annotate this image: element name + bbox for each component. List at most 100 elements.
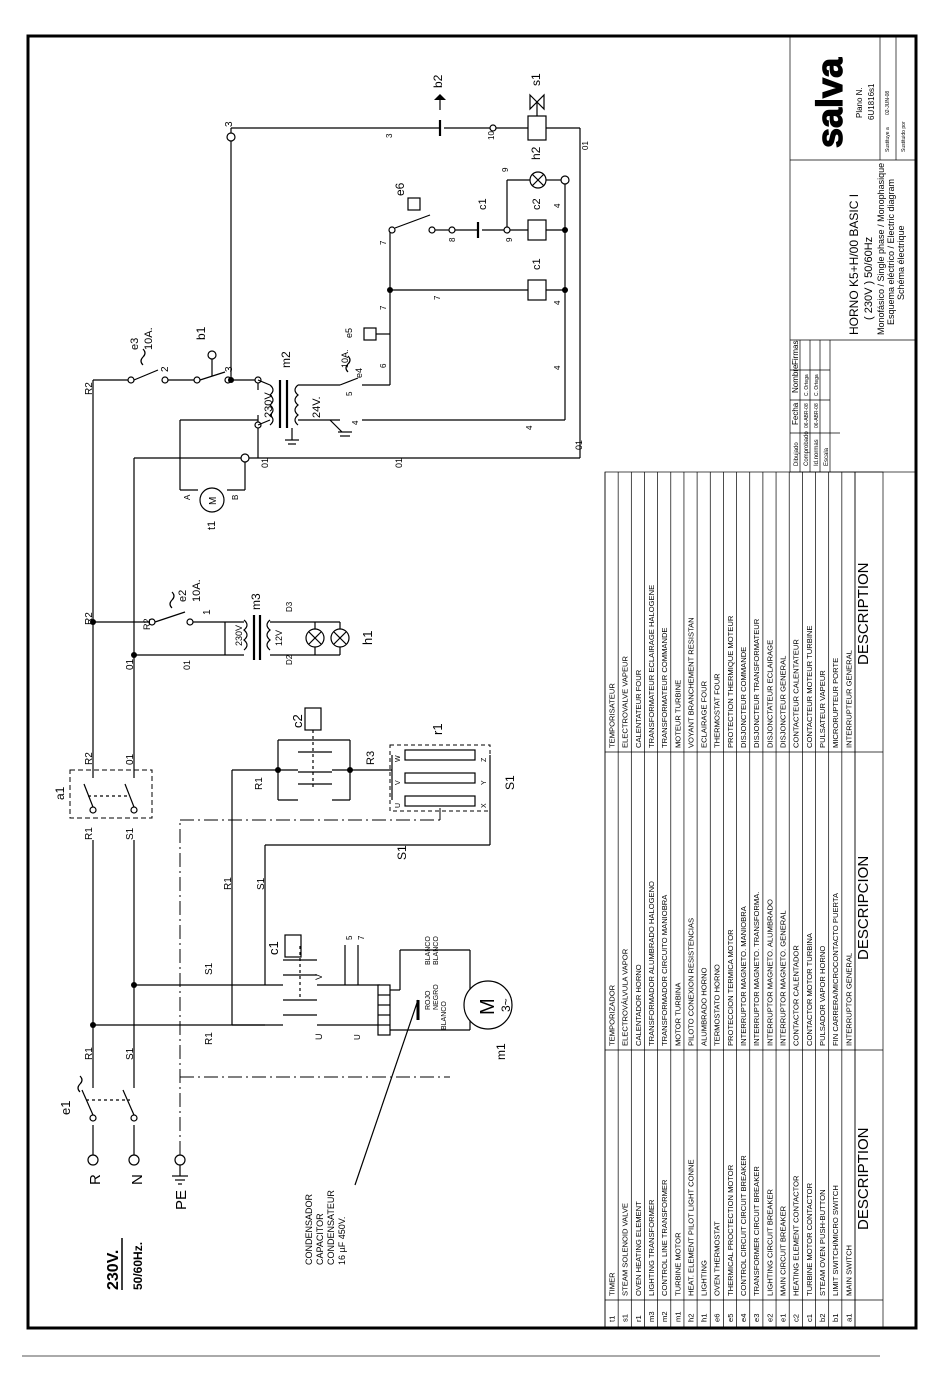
tb-sust-label: Sustituye a [885,127,891,152]
terminal-3-top-label: 3 [224,121,235,127]
legend-table: t1TIMERTEMPORIZADORTEMPORISATEURs1STEAM … [604,471,884,1328]
capacitor-note-line-2: CAPACITOR [315,1213,325,1265]
legend-cell-es: PULSADOR VAPOR HORNO [818,946,827,1046]
tb-col-firmas: Firmas [791,341,800,365]
legend-cell-fr: DISJONCTEUR TRANSFORMATEUR [752,618,761,748]
c2-coil-label: c2 [531,198,543,210]
sheet-border [26,34,918,1330]
tb-date-1: 06-ABR-08 [804,403,810,428]
terminal-4-label: 4 [351,420,360,425]
wire-r1-label-4: R1 [223,877,234,890]
m2-v24-label: 24V. [311,396,323,418]
wire-s1-label-4: S1 [256,877,267,890]
s1-label: s1 [529,73,543,86]
legend-cell-fr: ECLAIRAGE FOUR [700,680,709,748]
ground-icon-pe [172,1165,188,1185]
legend-cell-code: m1 [673,1311,682,1322]
legend-cell-en: LIGHTING [700,1260,709,1296]
legend-cell-code: m3 [647,1311,656,1322]
r1-label: r1 [430,723,445,735]
wire-r1-label-2: R1 [84,827,95,840]
terminal-z-label: Z [481,757,488,762]
terminal-r [87,1154,99,1166]
legend-cell-es: TRANSFORMADOR CIRCUITO MANIOBRA [660,894,669,1046]
limit-switch-b1: b1 [193,326,232,384]
legend-cell-fr: INTERRUPTEUR GENERAL [844,650,853,748]
m2-label: m2 [279,351,293,368]
terminal-x-label: X [481,803,488,808]
legend-cell-fr: DISJONCTEUR COMMANDE [739,647,748,748]
terminal-8-label: 8 [448,237,457,242]
solenoid-valve-s1: s1 [527,73,547,141]
breaker-e3: e3 10A. [127,327,169,384]
legend-cell-fr: TRANSFORMATEUR COMMANDE [660,627,669,748]
legend-cell-code: t1 [607,1316,616,1322]
wire-r1-label-1: R1 [84,1047,95,1060]
legend-cell-code: h1 [700,1314,709,1322]
b2-label: b2 [431,74,445,88]
breaker-e4: e4 10A. [339,349,364,386]
tb-plano-label: Plano N. [855,87,864,118]
push-button-b2: b2 [431,74,446,136]
legend-cell-en: MAIN CIRCUIT BREAKER [779,1205,788,1296]
terminal-v-label-r: V [395,780,402,785]
terminal-7-label-a: 7 [379,305,388,310]
legend-cell-es: TERMOSTATO HORNO [713,964,722,1046]
legend-cell-en: STEAM SOLENOID VALVE [621,1203,630,1296]
tb-plano-no: 6U1816s1 [867,83,876,120]
legend-cell-fr: DISJONCTEUR GENERAL [779,656,788,748]
tb-normas: Id.normas [814,439,820,466]
legend-cell-es: CALENTADOR HORNO [634,964,643,1046]
supply-voltage: 230V. [105,1250,122,1290]
legend-cell-es: MOTOR TURBINA [673,982,682,1046]
terminal-pe-label: PE [173,1190,190,1210]
timer-a-label: A [183,494,192,500]
c1-label-motor: c1 [266,941,281,955]
tb-sust-by-label: Sustituido por [901,121,907,152]
terminal-10-label: 10 [487,131,496,140]
wire-r1-label-5: R1 [254,777,265,790]
motor-wire-color-4: NEGRO [433,984,440,1010]
tb-comprobado: Comprobado [804,431,810,466]
legend-cell-es: PROTECCION TERMICA MOTOR [726,929,735,1046]
tb-subtitle: ( 230V ) 50/60Hz [863,237,875,320]
terminal-w-label: W [395,755,402,762]
e4-label: e4 [354,368,364,378]
main-switch-a1: a1 [53,769,153,819]
c1-coil-label: c1 [531,258,543,270]
brand-logo: salva [809,57,850,148]
terminal-uv-label: U [353,1034,362,1040]
legend-cell-en: OVEN THERMOSTAT [713,1221,722,1296]
legend-cell-en: HEAT. ELEMENT PILOT LIGHT CONNE [686,1159,695,1296]
legend-cell-code: e5 [726,1314,735,1322]
legend-cell-code: r1 [634,1315,643,1322]
legend-cell-es: ALUMBRADO HORNO [700,967,709,1046]
wire-01-label-6: 01 [574,440,584,450]
legend-cell-es: FIN CARRERA/MICROCONTACTO PUERTA [831,892,840,1046]
wire-01-label-2: 01 [125,658,136,670]
tb-line-2: Esquema eléctrico / Electric diagram [886,179,896,325]
legend-cell-en: TURBINE MOTOR [673,1232,682,1296]
legend-cell-code: e6 [713,1314,722,1322]
legend-cell-code: e2 [765,1314,774,1322]
legend-cell-code: c1 [805,1314,814,1322]
breaker-e1: e1 [58,1075,138,1122]
contactor-c2-heating: c2 [290,707,332,790]
thermostat-e6: e6 [388,182,436,234]
wire-r2-label-3: R2 [84,382,95,395]
c1-coil [527,279,547,301]
terminal-n [128,1154,140,1166]
legend-cell-fr: THERMOSTAT FOUR [713,673,722,748]
legend-cell-fr: TEMPORISATEUR [607,683,616,748]
legend-cell-es: INTERRUPTOR GENERAL [844,953,853,1046]
transformer-m3: 230V 12V m3 D3 D2 [224,593,294,665]
wire-01-label-3: 01 [182,660,192,670]
legend-cell-fr: MICRORUPTEUR PORTE [831,658,840,748]
legend-cell-code: h2 [686,1314,695,1322]
terminal-1-label: 1 [202,609,213,615]
legend-cell-es: INTERRUPTOR MAGNETO. TRANSFORMA. [752,892,761,1046]
legend-cell-fr: CALENTATEUR FOUR [634,669,643,748]
e3-rating: 10A. [143,327,155,350]
t1-label: t1 [206,521,218,530]
